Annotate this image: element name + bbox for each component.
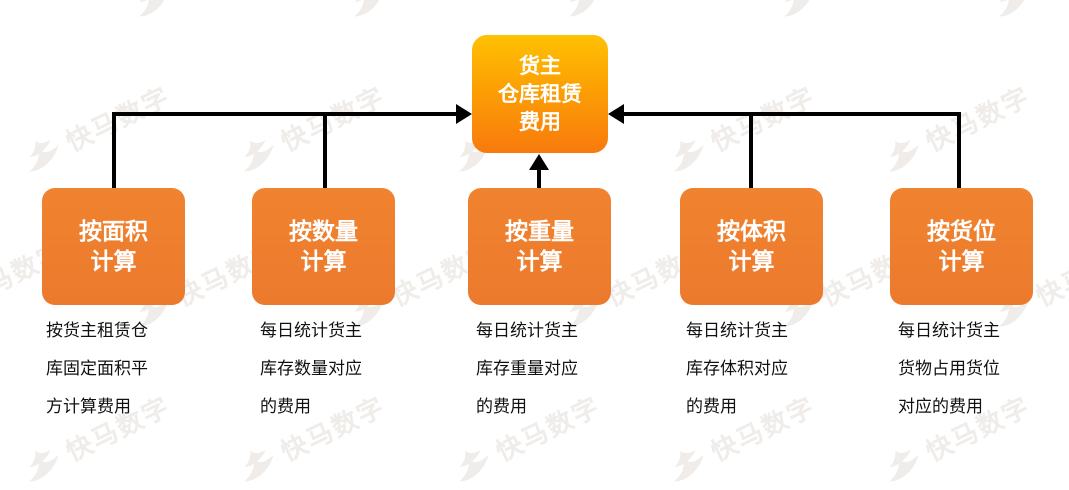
watermark-text: 快马数字 [921,81,1036,159]
watermark-text: 快马数字 [599,0,716,4]
connector-branch1-vertical [112,114,116,188]
watermark-tile: 快马数字 [125,0,286,25]
description-by-volume: 每日统计货主 库存体积对应 的费用 [686,321,788,417]
root-node-warehouse-rental-fee: 货主 仓库租赁 费用 [472,35,608,153]
watermark-tile: 快马数字 [555,0,716,25]
watermark-text: 快马数字 [0,0,71,4]
watermark-text: 快马数字 [384,0,501,4]
connector-branch2-vertical [323,114,327,188]
branch-node-by-weight: 按重量 计算 [468,188,611,305]
arrowhead-up-icon [529,154,549,170]
kuaima-horse-logo-icon [125,0,179,25]
watermark-tile: 快马数字 [0,0,71,25]
kuaima-horse-logo-icon [15,129,69,180]
kuaima-horse-logo-icon [15,439,69,490]
watermark-text: 快马数字 [169,0,286,4]
branch-node-by-area: 按面积 计算 [42,188,185,305]
watermark-tile: 快马数字 [230,77,391,181]
connector-right-horizontal [624,112,961,116]
connector-branch3-vertical [537,168,541,188]
watermark-text: 快马数字 [61,81,176,159]
connector-left-horizontal [112,112,458,116]
branch-node-by-quantity: 按数量 计算 [252,188,395,305]
watermark-text: 快马数字 [814,0,931,4]
watermark-text: 快马数字 [706,81,821,159]
description-by-weight: 每日统计货主 库存重量对应 的费用 [476,321,578,417]
kuaima-horse-logo-icon [875,439,929,490]
kuaima-horse-logo-icon [770,0,824,25]
watermark-tile: 快马数字 [770,0,931,25]
description-by-quantity: 每日统计货主 库存数量对应 的费用 [260,321,362,417]
description-by-slot: 每日统计货主 货物占用货位 对应的费用 [898,321,1000,417]
arrowhead-right-icon [456,104,472,124]
watermark-tile: 快马数字 [660,77,821,181]
kuaima-horse-logo-icon [660,439,714,490]
watermark-text: 快马数字 [1031,236,1069,314]
kuaima-horse-logo-icon [230,129,284,180]
description-by-area: 按货主租赁仓 库固定面积平 方计算费用 [46,321,148,417]
watermark-tile: 快马数字 [15,77,176,181]
watermark-tile: 快马数字 [340,0,501,25]
kuaima-horse-logo-icon [985,0,1039,25]
connector-branch4-vertical [749,114,753,188]
arrowhead-left-icon [608,104,624,124]
watermark-text: 快马数字 [1029,0,1069,4]
branch-node-by-volume: 按体积 计算 [680,188,823,305]
kuaima-horse-logo-icon [230,439,284,490]
watermark-tile: 快马数字 [985,0,1069,25]
kuaima-horse-logo-icon [340,0,394,25]
watermark-tile: 快马数字 [875,77,1036,181]
branch-node-by-slot: 按货位 计算 [890,188,1033,305]
kuaima-horse-logo-icon [445,439,499,490]
watermark-text: 快马数字 [276,81,391,159]
kuaima-horse-logo-icon [555,0,609,25]
kuaima-horse-logo-icon [875,129,929,180]
connector-branch5-vertical [957,112,961,188]
kuaima-horse-logo-icon [660,129,714,180]
